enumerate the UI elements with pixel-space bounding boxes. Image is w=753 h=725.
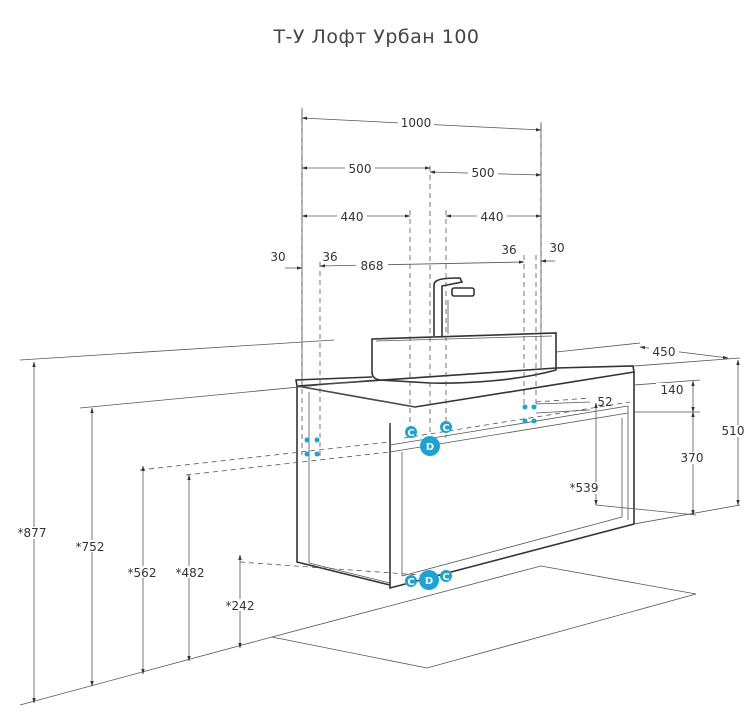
sink-bowl: [371, 332, 557, 384]
bottom-connector-right: [440, 570, 452, 582]
dim-30-left: 30: [270, 250, 285, 264]
bottom-connector-left: [405, 575, 417, 587]
dim-440-right: 440: [481, 210, 504, 224]
dim-500-right: 500: [472, 166, 495, 180]
svg-text:D: D: [425, 576, 433, 587]
dim-30-right: 30: [549, 241, 564, 255]
mount-dot: [314, 437, 320, 443]
dim-482: *482: [176, 566, 205, 580]
drain-connector: [420, 436, 440, 456]
dim-1000: 1000: [401, 116, 432, 130]
dim-752: *752: [76, 540, 105, 554]
faucet-icon: [433, 277, 464, 336]
front-frame: [389, 372, 635, 590]
dimension-labels: 1000 500 500 440 440 30 36 868 36 30 450…: [12, 116, 750, 613]
dim-877: *877: [18, 526, 47, 540]
dim-868: 868: [361, 259, 384, 273]
mount-dot: [522, 404, 528, 410]
svg-text:C: C: [442, 572, 449, 583]
dim-52: 52: [597, 395, 612, 409]
dim-440-left: 440: [341, 210, 364, 224]
dim-36-right: 36: [501, 243, 516, 257]
mount-dot: [522, 418, 528, 424]
extension-lines: [19, 108, 741, 706]
dim-539: *539: [570, 481, 599, 495]
svg-text:C: C: [407, 428, 414, 439]
drawing-title: Т-У Лофт Урбан 100: [273, 26, 480, 48]
dim-242: *242: [226, 599, 255, 613]
countertop-outline: [295, 365, 635, 408]
mount-dot: [531, 418, 537, 424]
bottom-drain-connector: [419, 570, 439, 590]
cold-water-connector-right: [440, 421, 452, 433]
svg-text:D: D: [426, 442, 434, 453]
svg-text:C: C: [442, 423, 449, 434]
mount-dot: [304, 451, 310, 457]
left-panel: [296, 386, 391, 586]
dimension-lines: [32, 116, 740, 704]
cabinet: [271, 277, 697, 669]
dim-510: 510: [722, 424, 745, 438]
dim-140: 140: [661, 383, 684, 397]
svg-text:C: C: [407, 577, 414, 588]
dim-370: 370: [681, 451, 704, 465]
dim-450: 450: [653, 345, 676, 359]
connection-points: C C D C C D: [304, 404, 537, 590]
mount-dot: [314, 451, 320, 457]
mount-dot: [531, 404, 537, 410]
dim-36-left: 36: [322, 250, 337, 264]
dim-500-left: 500: [349, 162, 372, 176]
dim-562: *562: [128, 566, 157, 580]
floor-plane: [271, 565, 697, 669]
cold-water-connector-left: [405, 426, 417, 438]
mount-dot: [304, 437, 310, 443]
